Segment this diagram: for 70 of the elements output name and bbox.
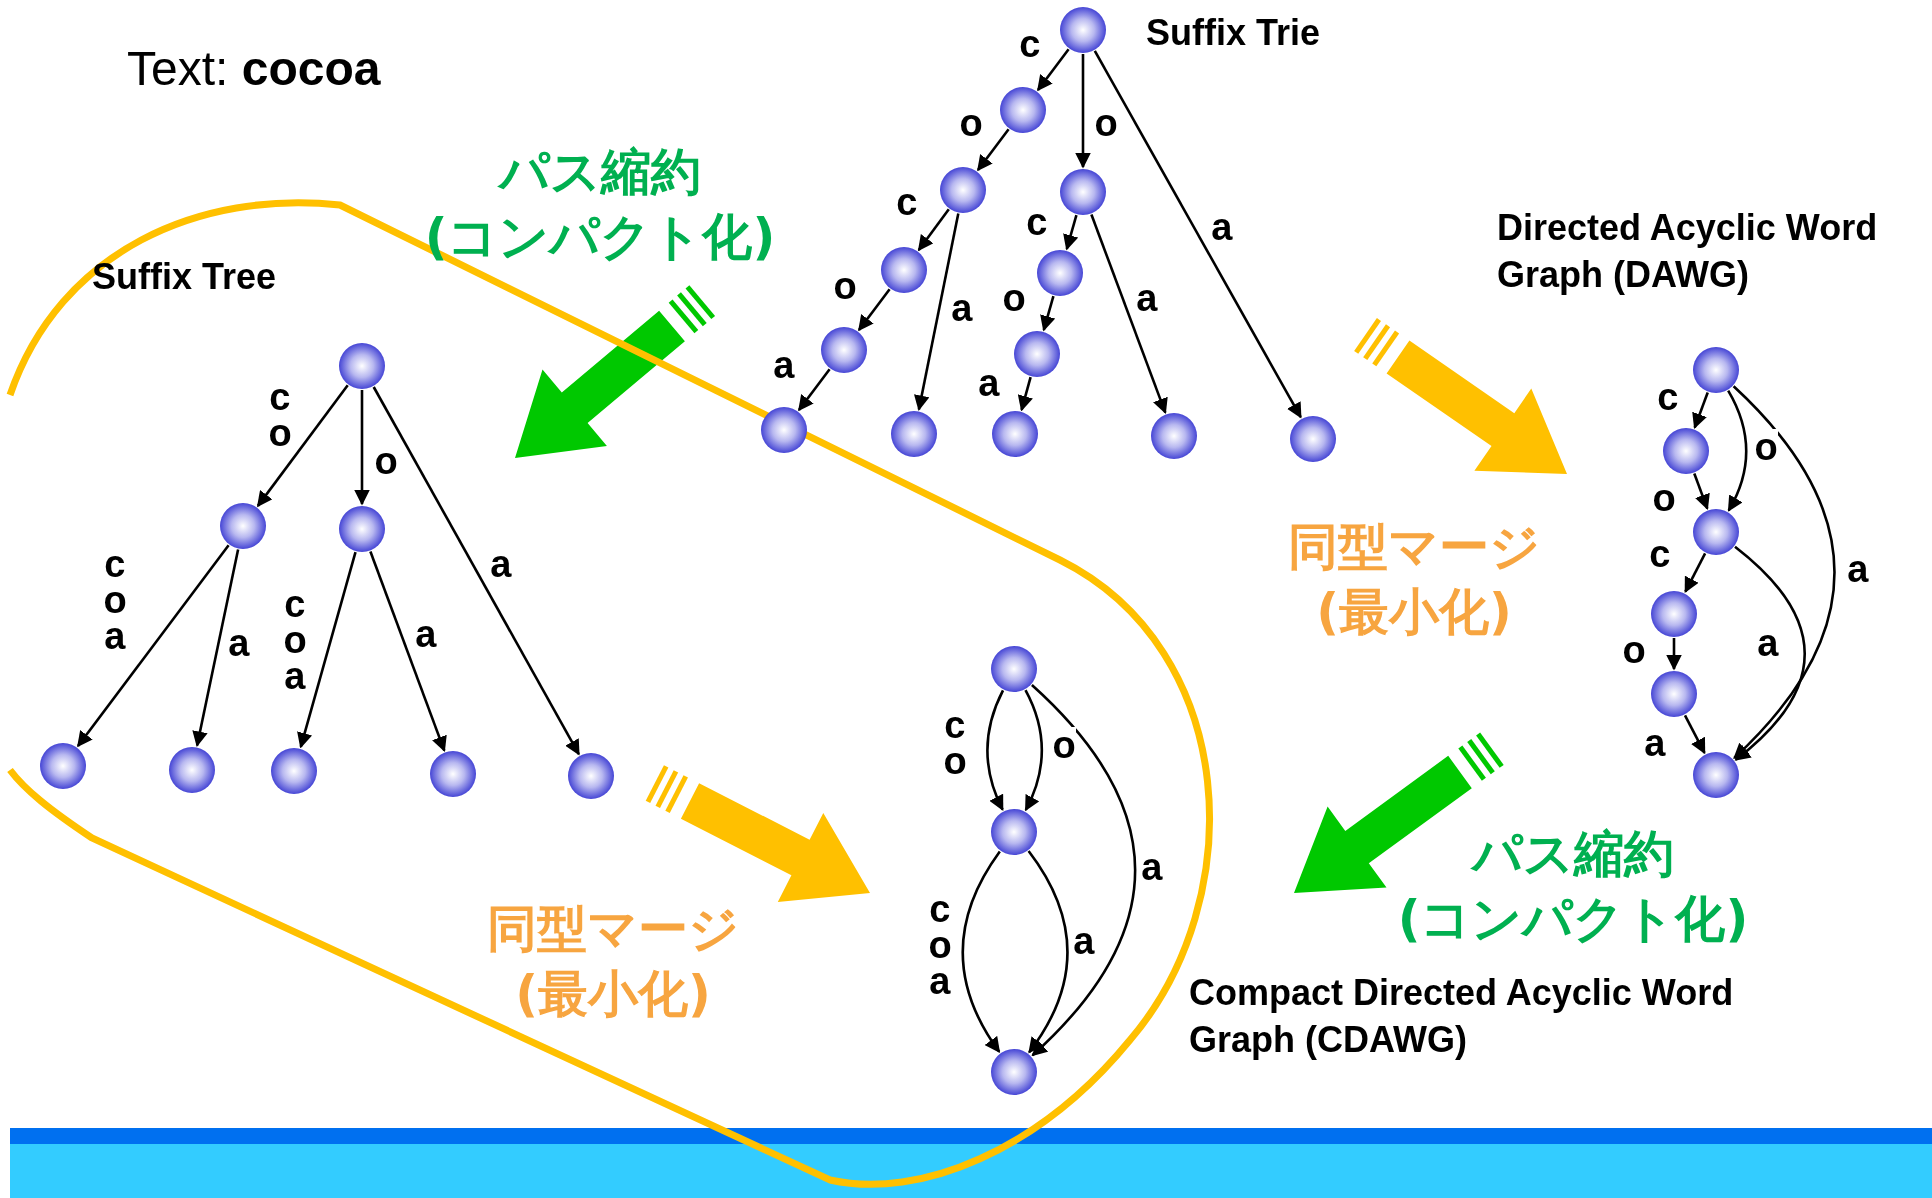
node-circle [270, 747, 318, 795]
node-circle [990, 1048, 1038, 1096]
graph-title: Suffix Trie [1146, 11, 1322, 55]
arrow [917, 208, 950, 252]
node-circle [1059, 168, 1107, 216]
arrow [1693, 473, 1710, 511]
arrow [369, 551, 447, 753]
arrow [1093, 50, 1302, 419]
arrow [1027, 850, 1069, 1054]
arrow [76, 544, 230, 748]
graph-title: Compact Directed Acyclic Word Graph (CDAWG) [1189, 971, 1735, 1062]
node-circle [991, 410, 1039, 458]
node-circle [1662, 427, 1710, 475]
node-circle [1692, 346, 1740, 394]
node-circle [939, 166, 987, 214]
graph-title: Suffix Tree [92, 255, 278, 299]
node-circle [990, 808, 1038, 856]
arrow [1036, 48, 1070, 92]
node-circle [1059, 6, 1107, 54]
arrow [192, 549, 240, 748]
arrow [256, 384, 349, 508]
node-circle [820, 326, 868, 374]
arrow [961, 850, 1001, 1054]
node-circle [1650, 670, 1698, 718]
arrow [1732, 385, 1836, 760]
arrow [1666, 638, 1682, 671]
arrow [1727, 389, 1748, 512]
node-circle [168, 746, 216, 794]
node-circle [429, 750, 477, 798]
arrow [976, 128, 1010, 172]
arrow [797, 368, 831, 412]
node-circle [760, 406, 808, 454]
node-circle [990, 645, 1038, 693]
operation-label: 同型マージ (最小化) [486, 899, 740, 1025]
node-circle [338, 505, 386, 553]
arrow [914, 213, 960, 412]
arrow [372, 386, 580, 756]
node-circle [1150, 412, 1198, 460]
node-circle [219, 502, 267, 550]
node-circle [338, 342, 386, 390]
arrow [354, 390, 370, 506]
arrow [986, 689, 1005, 812]
arrow [297, 551, 357, 749]
arrow [1734, 545, 1806, 761]
node-circle [1692, 508, 1740, 556]
node-circle [1289, 415, 1337, 463]
node-circle [1692, 751, 1740, 799]
node-circle [1036, 249, 1084, 297]
arrow [1684, 552, 1707, 594]
operation-label: 同型マージ (最小化) [1287, 517, 1541, 643]
arrow [1692, 392, 1709, 430]
node-circle [890, 410, 938, 458]
node-circle [999, 86, 1047, 134]
arrow [1024, 689, 1044, 812]
operation-label: パス縮約 (コンパクト化) [1396, 824, 1750, 950]
node-circle [1013, 330, 1061, 378]
arrow [857, 288, 891, 332]
arrow [1017, 376, 1033, 412]
arrow [1683, 714, 1706, 755]
node-circle [567, 752, 615, 800]
arrow [1040, 295, 1056, 332]
node-circle [39, 742, 87, 790]
arrow [1031, 684, 1137, 1057]
node-circle [1650, 590, 1698, 638]
node-circle [880, 246, 928, 294]
input-text-label: Text: cocoa [127, 41, 382, 97]
graph-title: Directed Acyclic Word Graph (DAWG) [1497, 206, 1879, 297]
arrow [1063, 214, 1079, 251]
arrow [1090, 214, 1168, 415]
arrow [1075, 54, 1091, 169]
